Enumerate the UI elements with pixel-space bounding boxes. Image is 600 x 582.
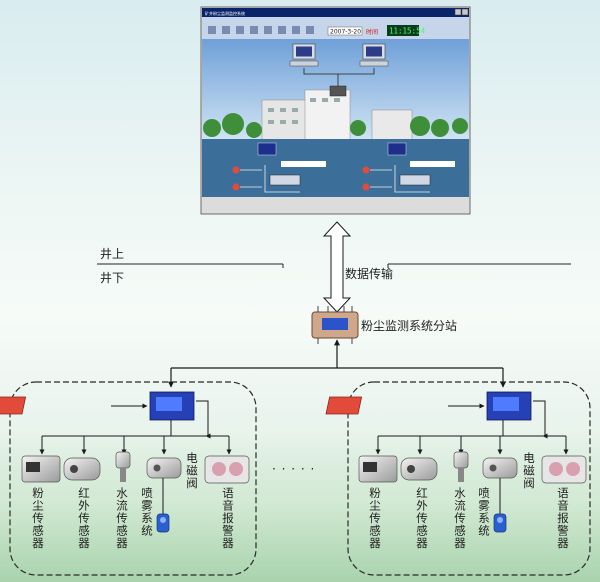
spray-system-label: 喷雾系统 <box>478 486 490 538</box>
solenoid-valve-icon <box>493 513 507 533</box>
voice-alarm-label: 语音报警器 <box>222 486 234 550</box>
spray-system-icon <box>482 457 518 479</box>
data-transmission-label: 数据传输 <box>345 266 393 281</box>
dust-sensor-icon <box>358 455 398 483</box>
controller-icon <box>486 391 532 421</box>
computer-icon <box>289 43 389 67</box>
bus-line <box>168 339 506 388</box>
infrared-sensor-icon <box>63 457 101 481</box>
voice-alarm-icon <box>204 455 250 484</box>
dust-sensor-label: 粉尘传感器 <box>32 486 44 550</box>
substation-label: 粉尘监测系统分站 <box>361 319 457 333</box>
spray-system-label: 喷雾系统 <box>141 486 153 538</box>
underground-label: 井下 <box>100 271 124 285</box>
infrared-sensor-label: 红外传感器 <box>416 486 428 550</box>
dust-sensor-label: 粉尘传感器 <box>369 486 381 550</box>
ellipsis-label: · · · · · <box>272 462 315 476</box>
alarm-device-icon <box>325 396 363 415</box>
substation-box <box>311 306 359 344</box>
solenoid-valve-icon <box>156 513 170 533</box>
window-title: 矿井粉尘监测监控系统 <box>205 10 245 16</box>
clock-display: 11:15:54 <box>389 27 426 36</box>
surface-divider-left <box>97 263 284 268</box>
substation-icons-screen <box>257 142 407 156</box>
alarm-device-icon <box>0 396 27 415</box>
sensor-group-left: 粉尘传感器 红外传感器 水流传感器 喷雾系统 电磁阀 语音报警器 <box>0 381 257 576</box>
tree-icon <box>203 113 468 138</box>
infrared-sensor-icon <box>400 457 438 481</box>
alarm-icons-screen <box>232 166 370 191</box>
solenoid-valve-label: 电磁阀 <box>186 451 198 490</box>
infrared-sensor-label: 红外传感器 <box>78 486 90 550</box>
time-label: 时间 <box>366 28 378 36</box>
surface-label: 井上 <box>100 247 124 261</box>
spray-system-icon <box>146 457 182 479</box>
voice-alarm-icon <box>541 455 587 484</box>
controller-icon <box>149 391 195 421</box>
water-flow-sensor-icon <box>453 451 469 482</box>
dust-sensor-icon <box>21 455 61 483</box>
date-display: 2007-3-20 <box>330 29 361 36</box>
water-flow-sensor-label: 水流传感器 <box>454 486 466 550</box>
monitoring-screen: 矿井粉尘监测监控系统 2007-3-20 时间 11:15:54 <box>200 6 471 215</box>
voice-alarm-label: 语音报警器 <box>557 486 569 550</box>
water-flow-sensor-icon <box>115 451 131 482</box>
sensor-group-right: 粉尘传感器 红外传感器 水流传感器 喷雾系统 电磁阀 语音报警器 <box>325 381 591 576</box>
water-flow-sensor-label: 水流传感器 <box>116 486 128 550</box>
surface-divider-right <box>387 263 571 268</box>
solenoid-valve-label: 电磁阀 <box>523 451 535 490</box>
